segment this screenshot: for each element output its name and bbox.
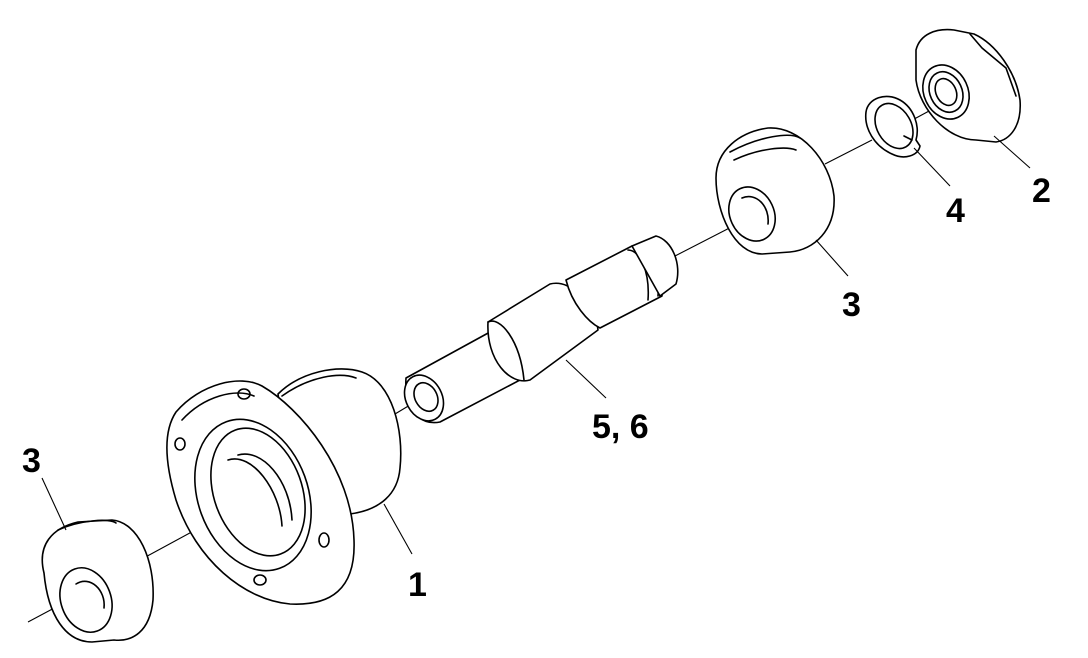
label-bearing-left: 3 [22, 442, 41, 480]
label-hub: 1 [408, 566, 427, 604]
label-bearing-right: 3 [842, 286, 861, 324]
bearing-left [41, 519, 154, 643]
shaft [403, 235, 679, 424]
leader-lines [41, 135, 1031, 555]
label-lock-washer: 4 [946, 192, 965, 230]
label-shaft: 5, 6 [592, 408, 649, 446]
bearing-right [715, 127, 835, 255]
nut [915, 28, 1021, 143]
lock-washer [865, 95, 921, 158]
hub [166, 368, 402, 605]
label-nut: 2 [1032, 172, 1051, 210]
